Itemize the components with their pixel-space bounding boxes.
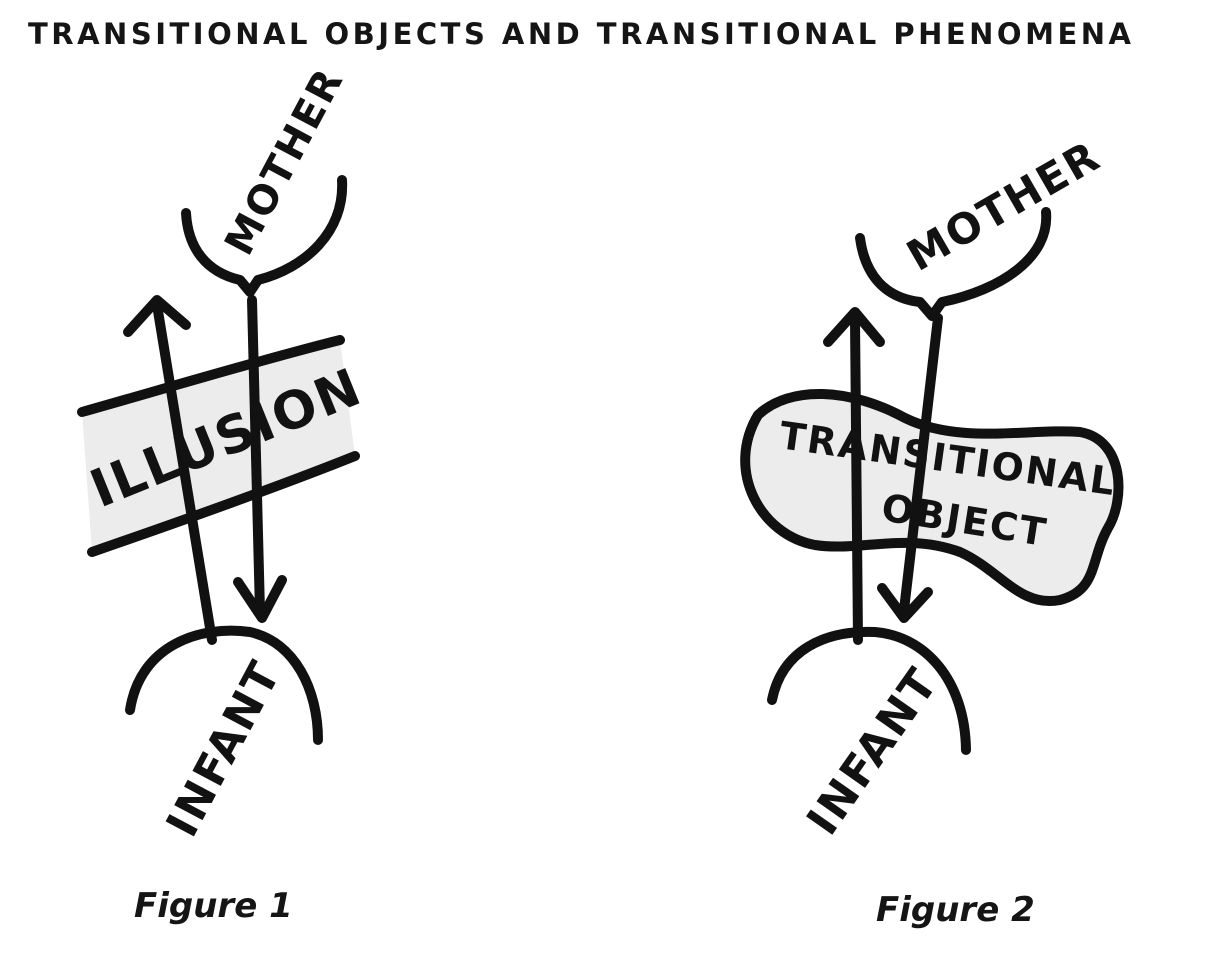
transitional-object-blob bbox=[740, 388, 1124, 607]
arrow-up-head-icon bbox=[823, 307, 885, 347]
mother-arc bbox=[855, 207, 1052, 321]
illusion-band-top-line bbox=[77, 335, 345, 417]
mother-arc bbox=[181, 175, 348, 297]
arrow-down-head-icon bbox=[877, 583, 933, 623]
figure-2-infant-label: INFANT bbox=[797, 659, 948, 845]
figure-1-caption: Figure 1 bbox=[134, 886, 293, 926]
figure-2-diagram: MOTHER TRANSITIONAL OBJECT INFANT bbox=[740, 131, 1124, 845]
figure-1-infant-label: INFANT bbox=[157, 652, 292, 845]
arrow-up-head-icon bbox=[123, 295, 191, 337]
arrow-up-line bbox=[850, 315, 863, 645]
arrow-up-line bbox=[152, 300, 217, 645]
figure-2-mother-label: MOTHER bbox=[899, 131, 1109, 281]
figure-1-diagram: MOTHER ILLUSION INFANT bbox=[77, 60, 371, 845]
page-header: TRANSITIONAL OBJECTS AND TRANSITIONAL PH… bbox=[28, 17, 1135, 51]
arrow-down-line bbox=[247, 295, 265, 617]
arrow-down-line bbox=[899, 313, 943, 615]
infant-arc bbox=[125, 625, 323, 745]
illusion-band-bottom-line bbox=[87, 451, 360, 557]
infant-arc bbox=[767, 626, 971, 755]
arrow-down-head-icon bbox=[233, 575, 287, 623]
figure-2-caption: Figure 2 bbox=[876, 890, 1035, 930]
